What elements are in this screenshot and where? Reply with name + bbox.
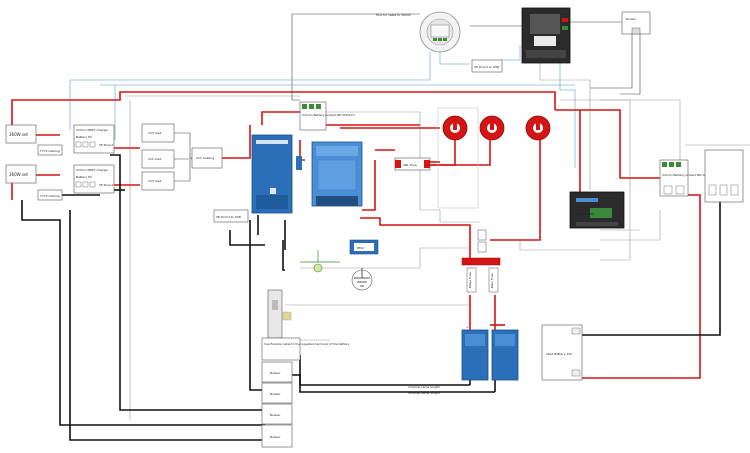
cabling-label: 12V Cabling — [196, 156, 214, 160]
bmv-label: BMV — [357, 246, 365, 250]
cable-note-1: minimal same length — [408, 385, 440, 389]
load-1-label: 12V load — [148, 131, 161, 135]
ve-direct-usb-top: VE.Direct to USB — [471, 59, 503, 73]
mppt-2-vedirect: VE.Direct — [99, 183, 114, 187]
breaker-2: T7Y4 Cabling — [37, 189, 63, 201]
bms-device: VE.Bus BMS — [569, 191, 625, 229]
junction-1 — [477, 229, 487, 241]
bms-label: VE.Bus BMS — [576, 212, 594, 216]
battery-protect-right: Victron Battery protect BP-100/12V — [659, 159, 716, 197]
mppt-2-sub: Battery PV — [76, 175, 93, 179]
router-box: Router — [621, 11, 651, 35]
anl-fuse: ANL Fuse — [394, 157, 431, 171]
ve-direct-usb-left-label: VE.Direct to USB — [216, 215, 241, 219]
ve-direct-usb-label: VE.Direct to USB — [474, 65, 499, 69]
comm-wires — [69, 13, 750, 420]
bmv-monitor: BMV — [349, 239, 379, 255]
panel-1-label: 360W set — [9, 132, 28, 137]
busbar-2-label: Busbar — [270, 392, 281, 396]
anl-fuse-label: ANL Fuse — [403, 163, 417, 167]
gauge-device: Fine for cable to 30mm — [376, 11, 461, 53]
mega-fuse-label: Mega Fuse — [468, 272, 472, 288]
load-3: 12V load — [141, 171, 175, 191]
ground-connector — [313, 263, 323, 273]
load-3-label: 12V load — [148, 179, 161, 183]
negative-wires — [21, 154, 721, 441]
mega-fuse-bar: Mega Fuse Main Fuse — [461, 257, 501, 293]
mppt-1-label: Victron MPPT Charger — [76, 128, 109, 132]
top-wire-note: Fine for cable to 30mm — [376, 13, 411, 17]
panel-2-label: 360W set — [9, 172, 28, 177]
junction-2 — [477, 241, 487, 253]
main-fuse-label: Main Fuse — [490, 273, 494, 288]
shunt-note: Use flexible cable to the negative termi… — [264, 342, 350, 346]
breaker-1-label: T7Y4 Cabling — [39, 149, 60, 153]
battery-switch-1 — [442, 115, 468, 141]
solar-panel-1: 360W set — [5, 124, 37, 144]
load-1: 12V load — [141, 123, 175, 143]
mppt-charger-2: Victron MPPT Charger Battery PV VE.Direc… — [73, 164, 115, 194]
start-battery: Start Battery 12V — [541, 324, 583, 381]
start-battery-label: Start Battery 12V — [546, 352, 573, 356]
battery-protect-top-label: Victron Battery protect BP-100/12V — [302, 113, 356, 117]
enclosure-outline — [437, 107, 479, 209]
battery-switch-3 — [525, 115, 551, 141]
busbar-4-label: Busbar — [270, 435, 281, 439]
mppt-2-label: Victron MPPT Charger — [76, 168, 109, 172]
load-2-label: 12V load — [148, 157, 161, 161]
inverter-link — [296, 156, 302, 170]
mppt-1-sub: Battery PV — [76, 135, 93, 139]
solar-panel-2: 360W set — [5, 164, 37, 184]
cerbo-gx-device — [521, 7, 571, 64]
cable-note-2: minimal same length — [408, 391, 440, 395]
battery-2-minus: - — [508, 325, 509, 329]
mppt-charger-1: Victron MPPT Charger Battery PV VE.Direc… — [73, 124, 115, 154]
mppt-1-vedirect: VE.Direct — [99, 143, 114, 147]
router-label: Router — [626, 17, 637, 21]
busbar-3-label: Busbar — [270, 413, 281, 417]
shunt-assembly: Use flexible cable to the negative termi… — [261, 289, 350, 361]
ve-direct-usb-left: VE.Direct to USB — [213, 209, 249, 223]
battery-2: - — [491, 325, 519, 381]
battery-protect-right-label: Victron Battery protect BP-100/12V — [662, 173, 716, 177]
battery-protect-top: Victron Battery protect BP-100/12V — [299, 101, 356, 131]
breaker-1: T7Y4 Cabling — [37, 144, 63, 156]
ground-symbol — [351, 268, 373, 291]
busbar-1-label: Busbar — [270, 371, 281, 375]
breaker-2-label: T7Y4 Cabling — [39, 194, 60, 198]
inverter-charger-1 — [251, 134, 293, 214]
battery-1: + — [461, 325, 489, 381]
battery-switch-2 — [479, 115, 505, 141]
battery-1-plus: + — [466, 325, 469, 329]
load-2: 12V load — [141, 149, 175, 169]
cabling-box: 12V Cabling — [191, 147, 223, 169]
inverter-charger-2 — [311, 141, 363, 207]
busbar-stack: Busbar Busbar Busbar Busbar — [261, 361, 293, 448]
right-distribution-box — [704, 149, 744, 203]
